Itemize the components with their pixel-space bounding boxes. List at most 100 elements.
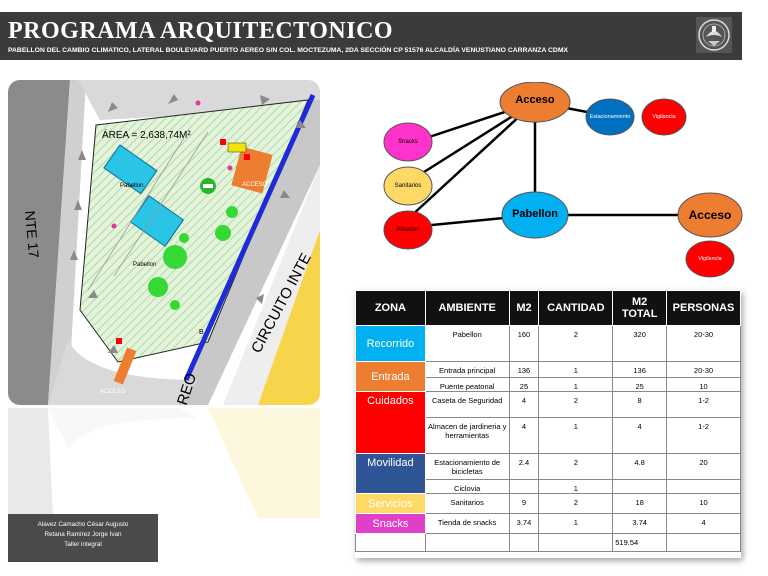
node-label-almacen: Almacen xyxy=(396,227,420,233)
cell-m2 xyxy=(508,479,540,494)
cell-ambiente: Entrada principal xyxy=(424,361,510,378)
header-cantidad: CANTIDAD xyxy=(538,290,614,326)
header-ambiente: AMBIENTE xyxy=(424,290,510,326)
pabellon-label-2: Pabellon xyxy=(133,262,157,268)
cell-cantidad: 1 xyxy=(538,377,614,392)
cell-total: 136 xyxy=(612,361,668,378)
cell-ambiente: Caseta de Seguridad xyxy=(424,391,510,418)
cell-total: 3.74 xyxy=(612,513,668,534)
node-label-sanitarios: Sanitarios xyxy=(394,183,422,189)
cell-m2: 3.74 xyxy=(508,513,540,534)
table-total-row: 519.54 xyxy=(355,533,741,552)
cell-total: 4 xyxy=(612,417,668,454)
cell-ambiente: Puente peatonal xyxy=(424,377,510,392)
cell-empty xyxy=(508,533,540,552)
cell-ambiente: Almacen de jardineria y herramientas xyxy=(424,417,510,454)
table-header-row: ZONA AMBIENTE M2 CANTIDAD M2 TOTAL PERSO… xyxy=(355,290,741,326)
zone-recorrido: Recorrido xyxy=(355,325,426,362)
zone-entrada: Entrada xyxy=(355,361,426,392)
cell-ambiente: Estacionamiento de bicicletas xyxy=(424,453,510,480)
cell-personas: 20-30 xyxy=(666,325,741,362)
cell-m2: 160 xyxy=(508,325,540,362)
node-snacks xyxy=(383,122,433,162)
cell-ambiente: Sanitarios xyxy=(424,493,510,514)
cell-total xyxy=(612,479,668,494)
zone-snacks: Snacks xyxy=(355,513,426,534)
cell-total: 18 xyxy=(612,493,668,514)
node-pabellon xyxy=(501,191,569,239)
node-label-vigilancia-bottom: Vigilancia xyxy=(698,256,722,262)
node-label-snacks: Snacks xyxy=(398,139,418,145)
node-label-estacionamiento: Estacionamiento xyxy=(589,114,631,120)
node-label-acceso-right: Acceso xyxy=(688,208,732,222)
cell-cantidad: 2 xyxy=(538,391,614,418)
cell-m2: 4 xyxy=(508,417,540,454)
cell-empty xyxy=(538,533,614,552)
header-m2: M2 xyxy=(508,290,540,326)
program-table: ZONA AMBIENTE M2 CANTIDAD M2 TOTAL PERSO… xyxy=(355,290,741,552)
cell-personas: 1-2 xyxy=(666,391,741,418)
cell-cantidad: 1 xyxy=(538,361,614,378)
table-row: Puente peatonal 25 1 25 10 xyxy=(356,377,741,392)
cell-personas: 10 xyxy=(666,377,741,392)
table-row: Cuidados Caseta de Seguridad 4 2 8 1-2 xyxy=(355,391,741,454)
acceso-label-top: ACCESO xyxy=(242,182,268,188)
cell-cantidad: 1 xyxy=(538,513,614,534)
cell-personas xyxy=(666,479,741,494)
program-table-card: ZONA AMBIENTE M2 CANTIDAD M2 TOTAL PERSO… xyxy=(355,290,741,558)
cell-grand-total: 519.54 xyxy=(612,533,668,552)
acceso-label-bottom: ACCESO xyxy=(100,389,126,395)
credit-author-1: Alavez Camacho César Augusto xyxy=(37,521,129,528)
cell-cantidad: 2 xyxy=(538,325,614,362)
page-title: PROGRAMA ARQUITECTONICO xyxy=(8,18,394,44)
cell-total: 4.8 xyxy=(612,453,668,480)
page-subtitle: PABELLON DEL CAMBIO CLIMATICO, LATERAL B… xyxy=(8,47,569,54)
cell-ambiente: Tienda de snacks xyxy=(424,513,510,534)
cell-cantidad: 2 xyxy=(538,453,614,480)
node-label-acceso-top: Acceso xyxy=(515,94,555,106)
relationship-diagram: Acceso Estacionamiento Vigilancia Snacks… xyxy=(372,81,752,282)
table-row: Entrada Entrada principal 136 1 136 20-3… xyxy=(355,361,741,392)
table-row: Movilidad Estacionamiento de bicicletas … xyxy=(355,453,741,494)
header-personas: PERSONAS xyxy=(666,290,741,326)
cell-personas: 1-2 xyxy=(666,417,741,454)
cell-personas: 20 xyxy=(666,453,741,480)
cell-empty xyxy=(666,533,741,552)
cell-ambiente: Ciclovia xyxy=(424,479,510,494)
cell-cantidad: 1 xyxy=(538,417,614,454)
header-bar: PROGRAMA ARQUITECTONICO PABELLON DEL CAM… xyxy=(0,12,742,60)
node-label-vigilancia-top: Vigilancia xyxy=(652,114,676,120)
cell-total: 8 xyxy=(612,391,668,418)
table-row: Almacen de jardineria y herramientas 4 1… xyxy=(356,417,741,454)
credit-course: Taller integral xyxy=(64,541,102,548)
zone-cuidados: Cuidados xyxy=(355,391,426,454)
site-map: ÁREA = 2,638,74M² NTE 17 CIRCUITO INTE R… xyxy=(8,80,320,405)
pabellon-label-1: Pabellon xyxy=(120,183,144,189)
cell-m2: 136 xyxy=(508,361,540,378)
cell-m2: 9 xyxy=(508,493,540,514)
cell-m2: 2.4 xyxy=(508,453,540,480)
node-almacen xyxy=(383,210,433,250)
table-row: Recorrido Pabellon 160 2 320 20-30 xyxy=(355,325,741,362)
cell-empty xyxy=(355,533,426,552)
header-m2-total: M2 TOTAL xyxy=(612,290,668,326)
node-sanitarios xyxy=(383,166,433,206)
university-seal-icon xyxy=(696,17,732,53)
credits-box: Alavez Camacho César Augusto Retana Ramí… xyxy=(8,514,158,562)
node-estacionamiento xyxy=(585,98,635,136)
cell-cantidad: 2 xyxy=(538,493,614,514)
node-acceso-right xyxy=(677,192,743,238)
map-reflection xyxy=(8,408,320,518)
cell-empty xyxy=(424,533,510,552)
header-zona: ZONA xyxy=(355,290,426,326)
cell-m2: 25 xyxy=(508,377,540,392)
table-row: Servicios Sanitarios 9 2 18 10 xyxy=(355,493,741,514)
cell-total: 320 xyxy=(612,325,668,362)
cell-personas: 10 xyxy=(666,493,741,514)
cell-ambiente: Pabellon xyxy=(424,325,510,362)
cell-personas: 4 xyxy=(666,513,741,534)
node-acceso-top xyxy=(499,81,571,123)
cell-personas: 20-30 xyxy=(666,361,741,378)
zone-movilidad: Movilidad xyxy=(355,453,426,494)
cell-total: 25 xyxy=(612,377,668,392)
